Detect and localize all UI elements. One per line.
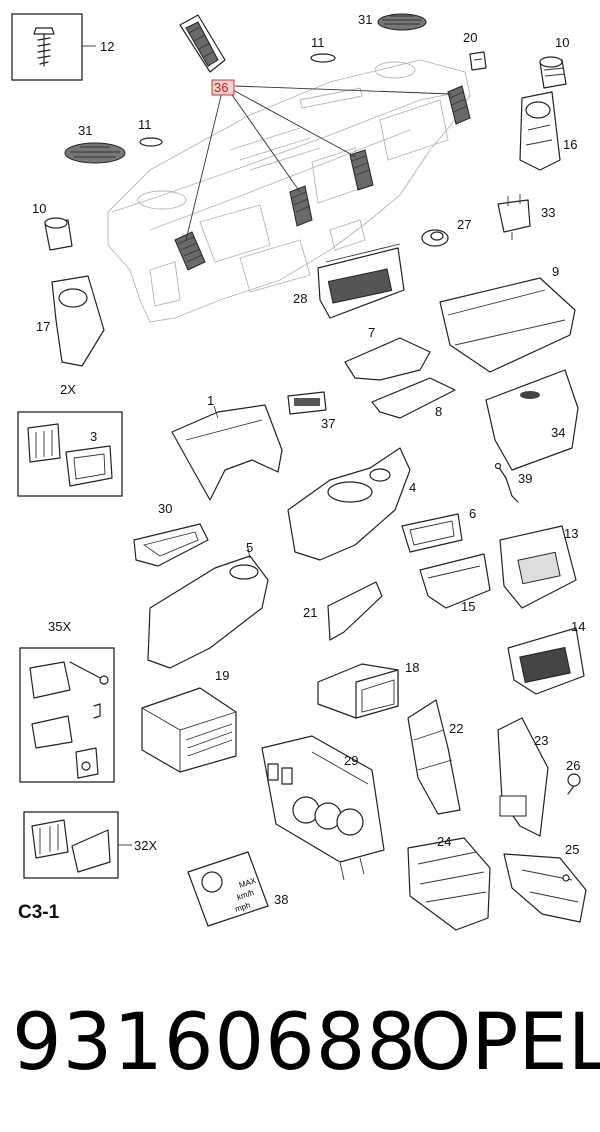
glovebox-door-34 xyxy=(485,369,579,471)
callout-21[interactable]: 21 xyxy=(303,605,317,620)
callout-31-top[interactable]: 31 xyxy=(358,12,372,27)
callout-2x[interactable]: 2X xyxy=(60,382,76,397)
callout-3[interactable]: 3 xyxy=(90,429,97,444)
box-32x xyxy=(23,811,132,879)
cluster-hood-1 xyxy=(171,404,283,501)
panel-22 xyxy=(407,699,461,815)
vent-center-left xyxy=(289,185,313,227)
vent-part-top xyxy=(179,14,226,73)
callout-26[interactable]: 26 xyxy=(566,758,580,773)
clip-left xyxy=(139,137,163,147)
callout-29[interactable]: 29 xyxy=(344,753,358,768)
bracket-33 xyxy=(497,194,531,240)
callout-38[interactable]: 38 xyxy=(274,892,288,907)
side-housing-17 xyxy=(51,275,105,367)
callout-9[interactable]: 9 xyxy=(552,264,559,279)
center-console-4 xyxy=(287,447,411,561)
cable-39 xyxy=(494,462,519,503)
callout-11-top[interactable]: 11 xyxy=(311,35,325,50)
callout-27[interactable]: 27 xyxy=(457,217,471,232)
callout-24[interactable]: 24 xyxy=(437,834,451,849)
panel-25 xyxy=(503,853,587,923)
callout-19[interactable]: 19 xyxy=(215,668,229,683)
callout-36[interactable]: 36 xyxy=(185,79,453,241)
center-panel-28 xyxy=(317,243,405,319)
bracket-15 xyxy=(419,553,491,609)
callout-15[interactable]: 15 xyxy=(461,599,475,614)
callout-6[interactable]: 6 xyxy=(469,506,476,521)
callout-10-right[interactable]: 10 xyxy=(555,35,569,50)
callout-16[interactable]: 16 xyxy=(563,137,577,152)
callout-8[interactable]: 8 xyxy=(435,404,442,419)
box-2x xyxy=(17,411,123,497)
section-code: C3-1 xyxy=(18,902,60,923)
panel-24 xyxy=(407,837,491,931)
callout-33[interactable]: 33 xyxy=(541,205,555,220)
button-27 xyxy=(421,229,449,247)
callout-31-left[interactable]: 31 xyxy=(78,123,92,138)
knob-10-right xyxy=(539,56,567,89)
callout-28[interactable]: 28 xyxy=(293,291,307,306)
callout-22[interactable]: 22 xyxy=(449,721,463,736)
lower-console-5 xyxy=(147,547,269,669)
callout-14[interactable]: 14 xyxy=(571,619,585,634)
callout-4[interactable]: 4 xyxy=(409,480,416,495)
callout-18[interactable]: 18 xyxy=(405,660,419,675)
callout-1[interactable]: 1 xyxy=(207,393,214,408)
callout-17[interactable]: 17 xyxy=(36,319,50,334)
side-housing-16 xyxy=(519,91,561,171)
callout-10-left[interactable]: 10 xyxy=(32,201,46,216)
screw-box xyxy=(11,13,96,81)
callout-5[interactable]: 5 xyxy=(246,540,253,555)
panel-21 xyxy=(327,581,383,641)
clip-top xyxy=(310,53,336,63)
callout-23[interactable]: 23 xyxy=(534,733,548,748)
trim-8 xyxy=(371,377,456,419)
callout-30[interactable]: 30 xyxy=(158,501,172,516)
radio-unit-14 xyxy=(507,627,585,695)
part-number: 93160688 xyxy=(12,998,418,1088)
screw-26 xyxy=(567,773,581,795)
vent-left xyxy=(174,231,206,271)
knob-10-left xyxy=(44,217,73,251)
clip-20 xyxy=(469,51,487,71)
dashboard-ghost xyxy=(107,59,471,323)
brand-name: OPEL xyxy=(410,998,600,1088)
storage-box-18 xyxy=(317,663,399,719)
tray-37 xyxy=(287,391,327,415)
radio-bezel-13 xyxy=(499,525,577,609)
box-19 xyxy=(141,687,237,773)
callout-37[interactable]: 37 xyxy=(321,416,335,431)
callout-34[interactable]: 34 xyxy=(551,425,565,440)
callout-11-left[interactable]: 11 xyxy=(138,117,152,132)
svg-text:36: 36 xyxy=(214,80,228,95)
tray-30 xyxy=(133,523,209,567)
speaker-grille-left xyxy=(64,142,126,164)
callout-7[interactable]: 7 xyxy=(368,325,375,340)
callout-32x[interactable]: 32X xyxy=(134,838,157,853)
callout-39[interactable]: 39 xyxy=(518,471,532,486)
glovebox-lid-9 xyxy=(439,277,576,373)
label-card-38: MAX km/h mph xyxy=(187,851,269,927)
callout-13[interactable]: 13 xyxy=(564,526,578,541)
trim-7 xyxy=(344,337,431,381)
callout-12[interactable]: 12 xyxy=(100,39,114,54)
vent-right xyxy=(447,85,471,125)
callout-20[interactable]: 20 xyxy=(463,30,477,45)
callout-35x[interactable]: 35X xyxy=(48,619,71,634)
box-35x xyxy=(19,647,115,783)
panel-23 xyxy=(497,717,549,837)
callout-25[interactable]: 25 xyxy=(565,842,579,857)
climate-control-29 xyxy=(261,735,385,881)
speaker-grille-top xyxy=(377,13,427,31)
vent-center-right xyxy=(349,149,374,191)
bezel-6 xyxy=(401,513,463,553)
